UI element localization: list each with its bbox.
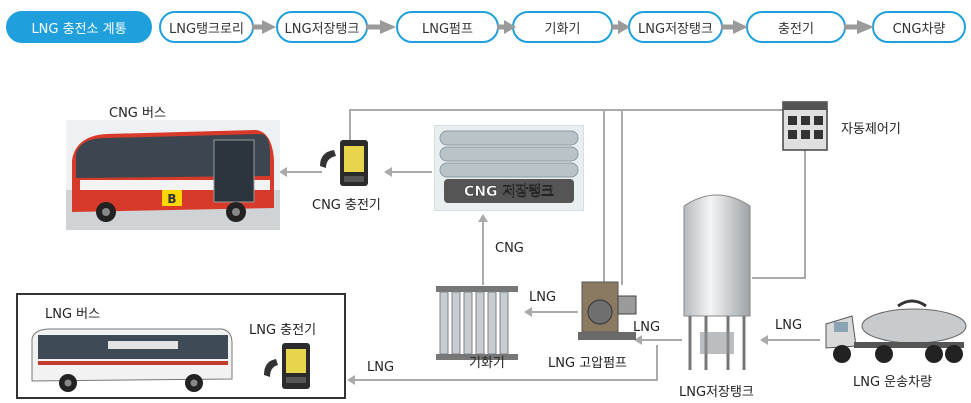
lng-bus-label: LNG 버스 (45, 303, 100, 322)
arrow-to-lng-bus (347, 375, 355, 385)
lng-bus-box: LNG 버스 LNG 충전기 (16, 293, 346, 399)
cng-storage-tank-text: CNG 저장탱크 (464, 183, 554, 200)
lng-storage-tank-image (676, 184, 758, 378)
lng-flow-label-truck: LNG (775, 318, 802, 333)
vaporizer-label: 기화기 (469, 352, 505, 371)
lng-truck-image (822, 294, 970, 370)
cng-bus-image: B (66, 120, 280, 230)
cng-charger-label: CNG 충전기 (312, 194, 381, 213)
lng-truck-label: LNG 운송차량 (853, 371, 932, 390)
arrow-truck-to-tank (760, 335, 768, 345)
auto-controller-label: 자동제어기 (841, 118, 901, 137)
lng-flow-label-tank-to-pump: LNG (633, 320, 660, 335)
arrow-vaporizer-to-tank (478, 214, 488, 222)
hp-pump-label: LNG 고압펌프 (548, 352, 627, 371)
hp-pump-image (574, 276, 640, 348)
lng-flow-label-pump: LNG (529, 290, 556, 305)
cng-bus-label: CNG 버스 (109, 102, 166, 121)
pipe-controller-to-tank (752, 150, 805, 278)
lng-flow-label-to-bus: LNG (367, 360, 394, 375)
arrow-pump-to-vaporizer (524, 307, 532, 317)
lng-charger-image (260, 341, 316, 393)
lng-storage-tank-label: LNG저장탱크 (679, 381, 754, 400)
auto-controller-image (781, 100, 829, 152)
arrow-cng-tank-to-charger (384, 167, 392, 177)
lng-charger-label: LNG 충전기 (249, 319, 316, 338)
arrow-charger-to-bus (279, 167, 287, 177)
cng-storage-tank-image: CNG 저장탱크 (434, 125, 584, 211)
cng-charger-image (316, 138, 374, 190)
bus-sign-text: B (167, 192, 176, 206)
cng-flow-label: CNG (495, 241, 524, 256)
lng-bus-image (28, 325, 234, 395)
